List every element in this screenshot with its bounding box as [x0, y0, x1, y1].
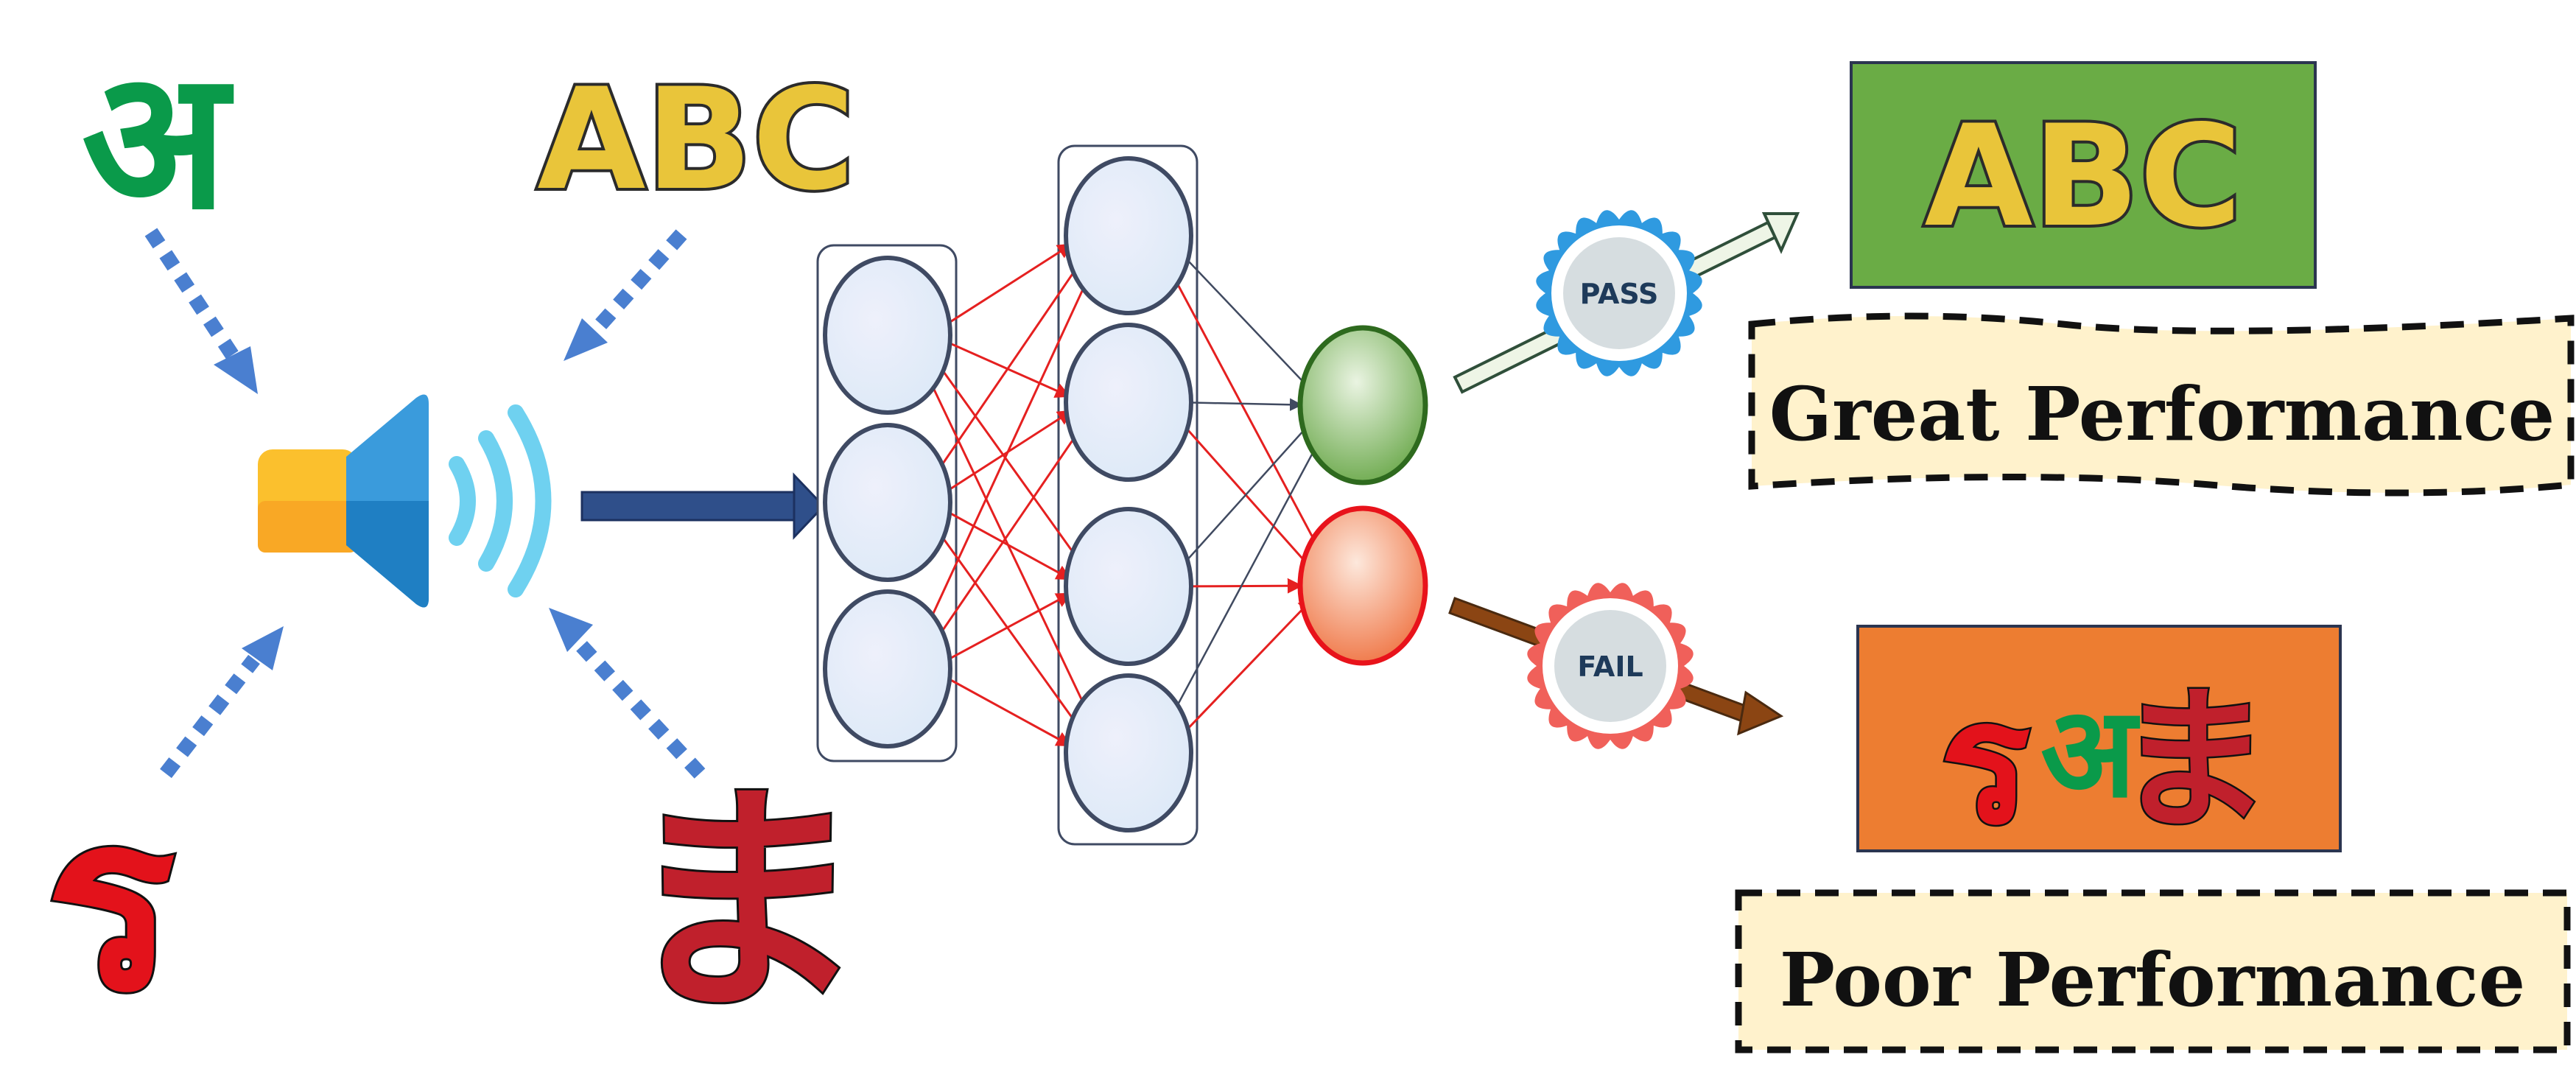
network-edges [915, 243, 1330, 747]
hidden-node-layer1 [823, 256, 952, 415]
thai-char: ร [45, 762, 175, 1045]
great-output-box: ABC [1850, 61, 2317, 289]
edge-l2-out-pass [1174, 418, 1316, 574]
edge-l2-out-pass [1176, 248, 1314, 393]
poor-box-char-japanese: ま [2116, 670, 2271, 851]
poor-performance-label: Poor Performance [1735, 889, 2571, 1053]
edge-l2-out-fail [1160, 253, 1330, 569]
dotted-arrows [144, 228, 706, 779]
great-performance-label: Great Performance [1748, 312, 2575, 497]
poor-box-char-thai: ร [1940, 665, 2031, 862]
edge-l1-l2 [941, 243, 1073, 328]
edge-l2-out-pass [1187, 398, 1303, 412]
svg-text:ABC: ABC [537, 58, 854, 221]
hidden-node-layer2 [1064, 323, 1193, 482]
output-node-pass [1297, 325, 1428, 485]
hidden-node-layer1 [823, 589, 952, 748]
fail-badge-icon: FAIL [1527, 583, 1694, 749]
pass-badge-icon: PASS [1536, 210, 1702, 376]
great-box-text: ABC [1924, 95, 2242, 258]
edge-l1-l2 [927, 350, 1087, 572]
edge-l1-l2 [943, 675, 1073, 747]
svg-text:Great Performance: Great Performance [1769, 371, 2555, 457]
hindi-char: अ [82, 29, 234, 252]
pass-badge-label: PASS [1580, 278, 1659, 310]
japanese-char: ま [622, 762, 866, 1045]
hidden-node-layer2 [1064, 673, 1193, 832]
network-nodes [823, 156, 1428, 832]
hidden-node-layer1 [823, 423, 952, 582]
svg-text:Poor Performance: Poor Performance [1780, 936, 2525, 1023]
input-arrow [580, 472, 826, 540]
speaker-icon [258, 394, 552, 608]
edge-l1-l2 [943, 508, 1073, 581]
hidden-node-layer2 [1064, 156, 1193, 315]
edge-l1-l2 [926, 417, 1089, 653]
edge-l2-out-pass [1161, 422, 1330, 735]
edge-l2-out-fail [1174, 415, 1316, 574]
layer-box-2 [1057, 144, 1198, 846]
edge-l1-l2 [943, 592, 1073, 663]
edge-l1-l2 [926, 250, 1089, 487]
output-node-fail [1297, 505, 1428, 666]
edge-l2-out-fail [1176, 597, 1314, 741]
edge-l1-l2 [915, 253, 1101, 651]
abc-logo-input: ABC [534, 55, 857, 224]
hidden-node-layer2 [1064, 507, 1193, 666]
poor-box-char-hindi: अ [2040, 680, 2141, 826]
poor-output-box: ร अ ま [1856, 625, 2342, 864]
fail-badge-label: FAIL [1577, 651, 1643, 683]
